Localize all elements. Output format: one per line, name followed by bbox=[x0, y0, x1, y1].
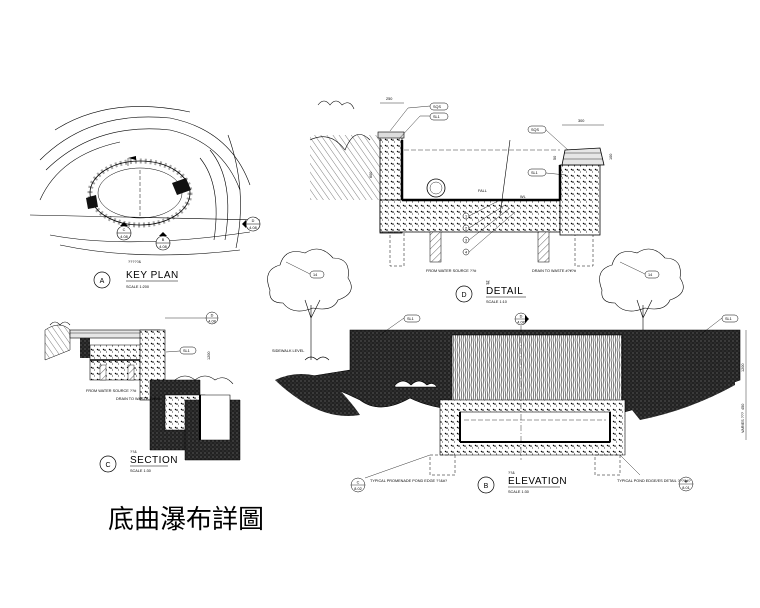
elevation-letter-circle bbox=[477, 476, 495, 494]
elev-tag-sl1-left: SL1 bbox=[379, 314, 421, 336]
ref-sheet: 4.08 bbox=[159, 245, 166, 249]
elevation-title: ELEVATION bbox=[508, 476, 567, 487]
detail-letter: D bbox=[461, 292, 466, 299]
section-note-drain: DRAIN TO WASTE #?¥?# bbox=[116, 397, 161, 401]
elevation-cn: ??& bbox=[508, 471, 515, 475]
section-tag-sl1: SL1 bbox=[165, 346, 197, 355]
elev-tag-sl1-right: SL1 bbox=[699, 314, 739, 336]
key-plan-title: KEY PLAN bbox=[126, 270, 179, 281]
tag-text: SL1 bbox=[725, 317, 732, 321]
tree-tag-left: 14 bbox=[285, 261, 325, 279]
detail-note-drain: DRAIN TO WASTE #?¥?# bbox=[532, 269, 577, 273]
ref-sheet: 4.08 bbox=[208, 320, 215, 324]
section-dim: 1200 bbox=[207, 352, 211, 360]
ref-sheet: 8.02 bbox=[354, 487, 361, 491]
drawing-title: 底曲瀑布詳圖 bbox=[108, 505, 264, 535]
section-title: SECTION bbox=[130, 455, 178, 466]
tag-text: SL1 bbox=[407, 317, 414, 321]
ref-num: C bbox=[123, 228, 126, 232]
dim-cap: 300 bbox=[578, 119, 584, 123]
callout-num: 2 bbox=[465, 227, 467, 231]
detail-note-source: FROM WATER SOURCE ??# bbox=[426, 269, 477, 273]
wl-note: WL bbox=[520, 195, 526, 199]
tag-text: SL1 bbox=[433, 115, 440, 119]
ref-num: B bbox=[685, 480, 688, 484]
ref-num: D bbox=[520, 315, 523, 319]
ref-num: C bbox=[357, 481, 360, 485]
tree-right bbox=[599, 248, 684, 370]
section-cn: ??& bbox=[130, 450, 137, 454]
elevation-scale: SCALE 1:30 bbox=[508, 490, 529, 494]
detail-title: DETAIL bbox=[486, 286, 523, 297]
section-ref-d: D 4.08 bbox=[165, 311, 219, 325]
key-plan-mark: ?????& bbox=[128, 260, 142, 264]
callout-num: 1 bbox=[465, 215, 467, 219]
callout-num: 4 bbox=[465, 251, 467, 255]
dim-ledge: 50 bbox=[553, 156, 557, 160]
key-plan-scale: SCALE 1:200 bbox=[126, 285, 149, 289]
fall-note: FALL bbox=[478, 189, 487, 193]
section-letter-circle bbox=[99, 455, 117, 473]
elev-ref-right: B 8.01 TYPICAL POND EDGE/ES DETAIL ???&#… bbox=[617, 454, 694, 492]
elev-ref-top-d: D 4.08 bbox=[514, 312, 529, 460]
ref-num: B bbox=[162, 238, 165, 242]
section-marker-d: D 4.08 bbox=[242, 216, 261, 232]
tree-tag-right: 14 bbox=[619, 261, 660, 279]
detail-callouts: 1 2 3 4 bbox=[462, 199, 516, 256]
key-plan-letter-circle bbox=[93, 271, 111, 289]
tag-text: 14 bbox=[313, 273, 317, 277]
detail-tag-sl1: SL1 bbox=[397, 112, 449, 141]
dim-width: 250 bbox=[386, 97, 392, 101]
detail-scale: SCALE 1:10 bbox=[486, 300, 507, 304]
key-plan-view: C 4.08 B 4.08 D 4.08 ?????& A KEY PLAN S… bbox=[29, 106, 261, 289]
detail-tag-sl1-right: SL1 bbox=[527, 168, 567, 177]
tag-text: SL1 bbox=[531, 171, 538, 175]
tag-text: 14 bbox=[648, 273, 652, 277]
section-scale: SCALE 1:30 bbox=[130, 469, 151, 473]
tag-text: SL1 bbox=[183, 349, 190, 353]
elev-dim-depth: 450 bbox=[741, 404, 745, 410]
ref-sheet: 4.08 bbox=[249, 226, 256, 230]
elev-dim-height: 1200 bbox=[741, 364, 745, 372]
ref-num: D bbox=[211, 314, 214, 318]
detail-letter-circle bbox=[455, 285, 473, 303]
ref-note: TYPICAL PROMENADE POND EDGE ??&#? bbox=[370, 479, 447, 483]
section-view: D 4.08 SL1 1200 FROM WATER SOURCE ??# DR… bbox=[44, 311, 241, 473]
callout-num: 3 bbox=[465, 239, 467, 243]
detail-view: 250 300 100 600 50 SQS SL1 SQS SL1 F bbox=[309, 97, 613, 304]
tag-text: SQS bbox=[433, 105, 441, 109]
ref-note: TYPICAL POND EDGE/ES DETAIL ???&#? bbox=[617, 479, 691, 483]
dim-height: 100 bbox=[609, 154, 613, 160]
elevation-letter: B bbox=[484, 483, 489, 490]
section-letter: C bbox=[105, 462, 110, 469]
elevation-view: 14 14 SL1 SL1 D 4.08 120 bbox=[267, 248, 747, 494]
tag-text: SQS bbox=[531, 128, 539, 132]
section-marker-c: C 4.08 bbox=[116, 222, 132, 241]
elev-left-note: SIDEWALK LEVEL bbox=[272, 349, 304, 353]
key-plan-letter: A bbox=[100, 278, 105, 285]
section-note-source: FROM WATER SOURCE ??# bbox=[86, 389, 137, 393]
detail-tag-sqs: SQS bbox=[389, 102, 449, 132]
ref-num: D bbox=[252, 219, 255, 223]
ref-sheet: 8.01 bbox=[682, 486, 689, 490]
tree-left bbox=[267, 248, 352, 360]
elev-ref-left: C 8.02 TYPICAL PROMENADE POND EDGE ??&#? bbox=[350, 454, 447, 493]
ref-sheet: 4.08 bbox=[517, 321, 524, 325]
ref-sheet: 4.08 bbox=[120, 235, 127, 239]
detail-tag-sqs-right: SQS bbox=[527, 125, 569, 151]
detail-cn: 詳 bbox=[486, 280, 490, 285]
dim-depth: 600 bbox=[369, 172, 373, 178]
section-marker-b: B 4.08 bbox=[155, 232, 171, 251]
elev-dim-varies: VARIES ??? bbox=[741, 412, 745, 433]
